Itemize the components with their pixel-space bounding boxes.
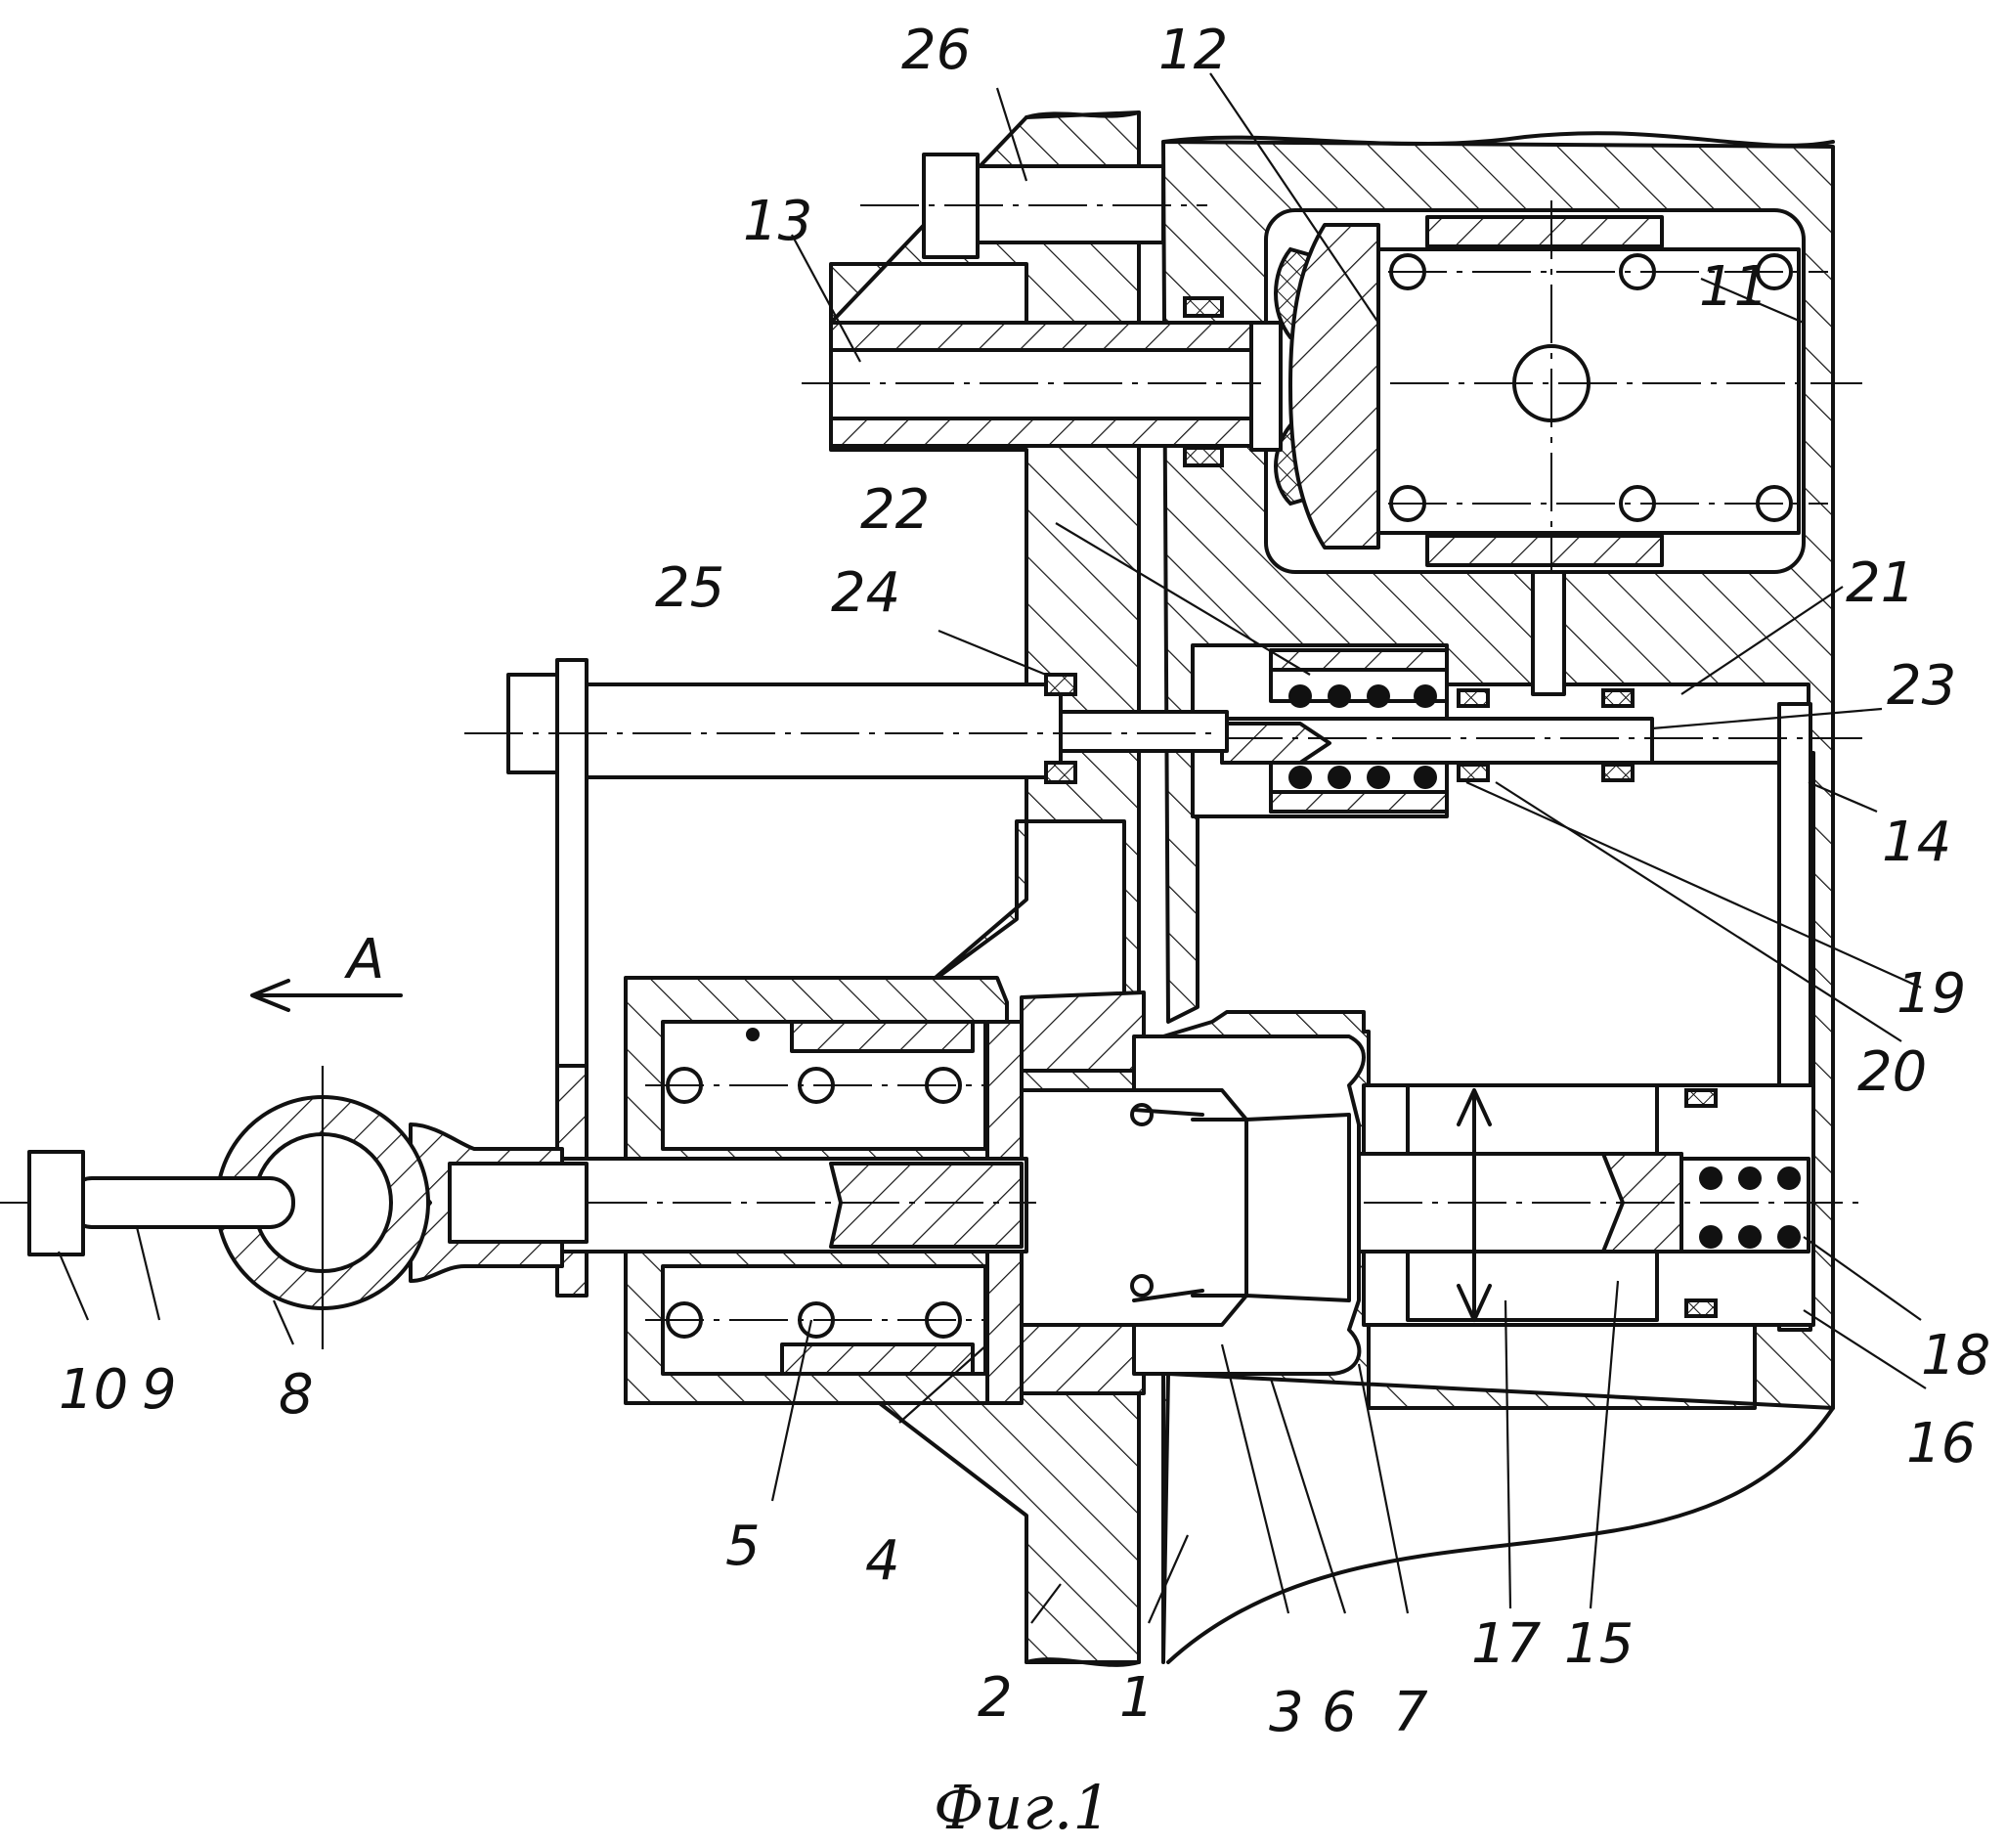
label-1: 1 xyxy=(1119,1666,1155,1730)
label-8: 8 xyxy=(279,1363,314,1427)
label-14: 14 xyxy=(1882,811,1951,874)
label-23: 23 xyxy=(1887,654,1956,718)
eye-8 xyxy=(29,1066,428,1349)
label-6: 6 xyxy=(1322,1681,1357,1744)
label-15: 15 xyxy=(1564,1612,1634,1676)
label-11: 11 xyxy=(1699,255,1768,319)
label-19: 19 xyxy=(1897,962,1966,1026)
label-2: 2 xyxy=(978,1666,1013,1730)
label-12: 12 xyxy=(1158,19,1228,82)
label-17: 17 xyxy=(1471,1612,1542,1676)
label-25: 25 xyxy=(655,556,724,620)
label-5: 5 xyxy=(725,1515,761,1578)
label-16: 16 xyxy=(1906,1412,1976,1475)
label-26: 26 xyxy=(901,19,971,82)
label-13: 13 xyxy=(743,190,812,253)
label-21: 21 xyxy=(1846,551,1915,615)
label-20: 20 xyxy=(1857,1040,1927,1104)
figure-caption: Фиг.1 xyxy=(934,1772,1112,1843)
label-22: 22 xyxy=(860,478,930,542)
label-3: 3 xyxy=(1269,1681,1304,1744)
rod-13 xyxy=(811,298,1261,465)
label-a: A xyxy=(344,928,384,991)
label-4: 4 xyxy=(865,1529,900,1593)
lower-bore xyxy=(1349,1085,1862,1325)
label-18: 18 xyxy=(1921,1324,1990,1387)
label-7: 7 xyxy=(1393,1681,1428,1744)
label-9: 9 xyxy=(142,1358,177,1422)
label-10: 10 xyxy=(59,1358,128,1422)
label-24: 24 xyxy=(831,561,900,625)
